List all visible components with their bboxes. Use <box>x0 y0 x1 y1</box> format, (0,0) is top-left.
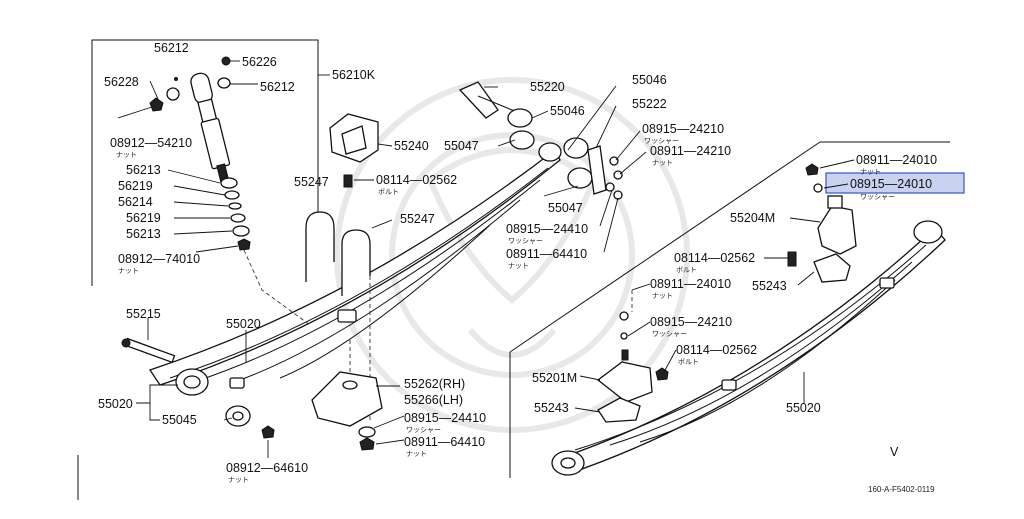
label-08114-02562-a[interactable]: 08114—02562 <box>376 173 457 187</box>
highlight-box[interactable] <box>825 172 965 194</box>
spring-seat <box>311 340 383 451</box>
view-letter-v: V <box>890 445 899 459</box>
label-08911-24010-a[interactable]: 08911—24010 <box>856 153 937 167</box>
label-08912-54210[interactable]: 08912—54210 <box>110 136 192 150</box>
bracket-lower-left <box>596 290 669 423</box>
sub-washer-3: ワッシャー <box>860 193 895 201</box>
sub-washer-2: ワッシャー <box>508 237 543 245</box>
label-56219-a[interactable]: 56219 <box>118 179 153 193</box>
label-55220[interactable]: 55220 <box>530 80 565 94</box>
label-55020-b[interactable]: 55020 <box>98 397 133 411</box>
sub-nut-7: ナット <box>406 450 427 458</box>
label-56226[interactable]: 56226 <box>242 55 277 69</box>
label-56212[interactable]: 56212 <box>154 41 189 55</box>
label-08114-02562-b[interactable]: 08114—02562 <box>674 251 755 265</box>
sub-washer-5: ワッシャー <box>406 426 441 434</box>
label-56228[interactable]: 56228 <box>104 75 139 89</box>
label-56213-a[interactable]: 56213 <box>126 163 161 177</box>
sub-nut-1: ナット <box>116 151 137 159</box>
label-55047-b[interactable]: 55047 <box>548 201 583 215</box>
sub-nut-3: ナット <box>652 159 673 167</box>
shock-absorber-inset <box>91 39 319 286</box>
label-56210k[interactable]: 56210K <box>332 68 376 82</box>
label-08911-24010-b[interactable]: 08911—24010 <box>650 277 731 291</box>
label-08912-64610[interactable]: 08912—64610 <box>226 461 308 475</box>
label-55020-a[interactable]: 55020 <box>226 317 261 331</box>
label-08915-24210-b[interactable]: 08915—24210 <box>650 315 732 329</box>
shackle-assembly <box>458 81 623 200</box>
label-08915-24210-a[interactable]: 08915—24210 <box>642 122 724 136</box>
sub-bolt-1: ボルト <box>378 188 399 196</box>
section-divider <box>509 141 950 478</box>
leader-lines <box>117 60 855 458</box>
sub-nut-8: ナット <box>228 476 249 484</box>
leaf-spring-left <box>121 149 561 439</box>
sub-bolt-2: ボルト <box>676 266 697 274</box>
label-55047-a[interactable]: 55047 <box>444 139 479 153</box>
label-55243-b[interactable]: 55243 <box>534 401 569 415</box>
label-55215[interactable]: 55215 <box>126 307 161 321</box>
sub-nut-2: ナット <box>118 267 139 275</box>
label-55046-b[interactable]: 55046 <box>550 104 585 118</box>
label-55243-a[interactable]: 55243 <box>752 279 787 293</box>
sub-nut-6: ナット <box>652 292 673 300</box>
part-labels: 56212 56226 56228 56212 56210K 08912—542… <box>98 41 937 494</box>
label-56213-b[interactable]: 56213 <box>126 227 161 241</box>
label-55266-lh[interactable]: 55266(LH) <box>404 393 463 407</box>
label-08911-24210[interactable]: 08911—24210 <box>650 144 731 158</box>
label-08911-64410-a[interactable]: 08911—64410 <box>506 247 587 261</box>
label-55262-rh[interactable]: 55262(RH) <box>404 377 465 391</box>
label-08114-02562-c[interactable]: 08114—02562 <box>676 343 757 357</box>
label-08911-64410-b[interactable]: 08911—64410 <box>404 435 485 449</box>
sub-bolt-3: ボルト <box>678 358 699 366</box>
bump-stopper <box>329 113 379 188</box>
label-55204m[interactable]: 55204M <box>730 211 775 225</box>
label-08915-24010-highlighted[interactable]: 08915—24010 <box>850 177 932 191</box>
label-55201m[interactable]: 55201M <box>532 371 577 385</box>
label-55247-b[interactable]: 55247 <box>400 212 435 226</box>
label-55222[interactable]: 55222 <box>632 97 667 111</box>
label-55045[interactable]: 55045 <box>162 413 197 427</box>
u-bolts <box>305 211 371 420</box>
label-56219-b[interactable]: 56219 <box>126 211 161 225</box>
label-56214[interactable]: 56214 <box>118 195 153 209</box>
diagram-code: 160-A-F5402-0119 <box>868 485 935 494</box>
label-56212-b[interactable]: 56212 <box>260 80 295 94</box>
label-55240[interactable]: 55240 <box>394 139 429 153</box>
leaf-spring-right <box>551 220 946 476</box>
label-08915-24410-a[interactable]: 08915—24410 <box>506 222 588 236</box>
label-08915-24410-b[interactable]: 08915—24410 <box>404 411 486 425</box>
label-55046-a[interactable]: 55046 <box>632 73 667 87</box>
label-55020-c[interactable]: 55020 <box>786 401 821 415</box>
bracket-upper-right <box>787 163 857 283</box>
sub-nut-5: ナット <box>860 168 881 176</box>
sub-washer-1: ワッシャー <box>644 137 679 145</box>
sub-washer-4: ワッシャー <box>652 330 687 338</box>
label-08912-74010[interactable]: 08912—74010 <box>118 252 200 266</box>
label-55247-a[interactable]: 55247 <box>294 175 329 189</box>
sub-nut-4: ナット <box>508 262 529 270</box>
